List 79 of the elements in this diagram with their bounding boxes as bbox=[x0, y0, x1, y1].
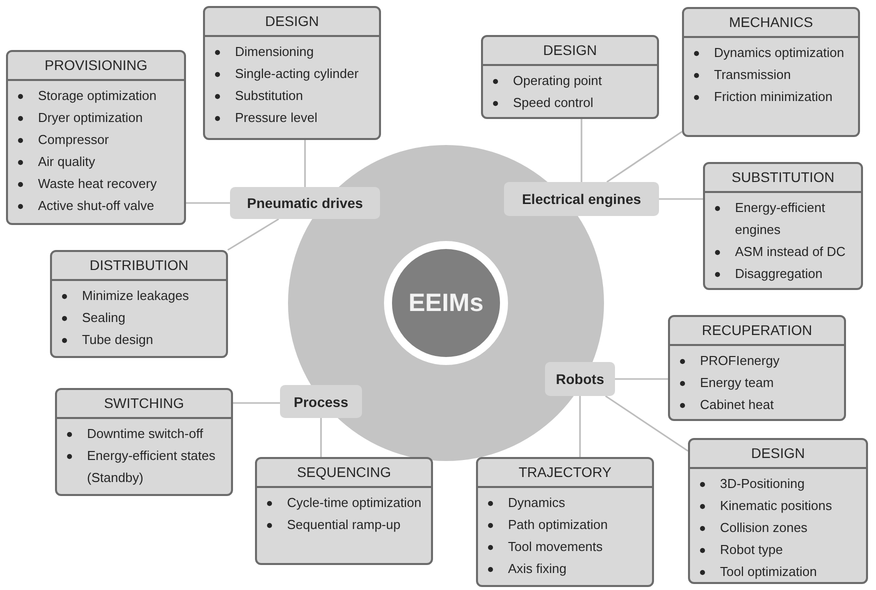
list-item: Tool movements bbox=[508, 538, 603, 556]
connector-line bbox=[186, 202, 230, 204]
list-item: Cycle-time optimization bbox=[287, 494, 422, 512]
category-box bbox=[688, 438, 868, 584]
box-heading: DESIGN bbox=[205, 8, 379, 37]
list-item: Active shut-off valve bbox=[38, 197, 154, 215]
list-item: Energy team bbox=[700, 374, 774, 392]
list-item: Energy-efficient states (Standby) bbox=[87, 447, 216, 487]
connector-line bbox=[227, 218, 280, 251]
category-box bbox=[682, 7, 860, 137]
list-item: ASM instead of DC bbox=[735, 243, 846, 261]
list-item: Sealing bbox=[82, 309, 126, 327]
connector-line bbox=[615, 378, 668, 380]
connector-line bbox=[579, 396, 581, 457]
box-heading: SUBSTITUTION bbox=[705, 164, 861, 193]
list-item: Waste heat recovery bbox=[38, 175, 157, 193]
box-heading: SWITCHING bbox=[57, 390, 231, 419]
connector-line bbox=[606, 130, 682, 183]
center-label: EEIMs bbox=[408, 288, 484, 318]
list-item: 3D-Positioning bbox=[720, 475, 805, 493]
topic-box bbox=[280, 385, 362, 418]
list-item: Minimize leakages bbox=[82, 287, 189, 305]
list-item: Speed control bbox=[513, 94, 594, 112]
list-item: Cabinet heat bbox=[700, 396, 774, 414]
list-item: Operating point bbox=[513, 72, 602, 90]
list-item: Sequential ramp-up bbox=[287, 516, 400, 534]
category-box bbox=[6, 50, 186, 225]
list-item: Tube design bbox=[82, 331, 154, 349]
list-item: Storage optimization bbox=[38, 87, 157, 105]
list-item: Substitution bbox=[235, 87, 303, 105]
category-box bbox=[668, 315, 846, 421]
category-box bbox=[50, 250, 228, 358]
connector-line bbox=[580, 119, 582, 182]
box-heading: TRAJECTORY bbox=[478, 459, 652, 488]
topic-label: Process bbox=[294, 394, 348, 410]
list-item: Disaggregation bbox=[735, 265, 822, 283]
category-box bbox=[703, 162, 863, 290]
category-box bbox=[481, 35, 659, 119]
topic-label: Pneumatic drives bbox=[247, 195, 363, 211]
list-item: Kinematic positions bbox=[720, 497, 832, 515]
list-item: Air quality bbox=[38, 153, 96, 171]
list-item: PROFIenergy bbox=[700, 352, 780, 370]
box-heading: PROVISIONING bbox=[8, 52, 184, 81]
category-box bbox=[476, 457, 654, 587]
list-item: Robot type bbox=[720, 541, 783, 559]
topic-box bbox=[504, 182, 659, 216]
list-item: Dryer optimization bbox=[38, 109, 143, 127]
box-heading: DISTRIBUTION bbox=[52, 252, 226, 281]
topic-label: Robots bbox=[556, 371, 604, 387]
list-item: Pressure level bbox=[235, 109, 318, 127]
list-item: Compressor bbox=[38, 131, 109, 149]
list-item: Transmission bbox=[714, 66, 791, 84]
list-item: Friction minimization bbox=[714, 88, 832, 106]
list-item: Dimensioning bbox=[235, 43, 314, 61]
topic-box bbox=[230, 187, 380, 219]
list-item: Downtime switch-off bbox=[87, 425, 204, 443]
list-item: Single-acting cylinder bbox=[235, 65, 359, 83]
category-box bbox=[255, 457, 433, 565]
list-item: Collision zones bbox=[720, 519, 808, 537]
box-heading: SEQUENCING bbox=[257, 459, 431, 488]
topic-box bbox=[545, 362, 615, 396]
box-heading: DESIGN bbox=[690, 440, 866, 469]
list-item: Energy-efficient engines bbox=[735, 199, 826, 239]
list-item: Path optimization bbox=[508, 516, 608, 534]
box-heading: DESIGN bbox=[483, 37, 657, 66]
topic-label: Electrical engines bbox=[522, 191, 642, 207]
connector-line bbox=[233, 402, 280, 404]
category-box bbox=[55, 388, 233, 496]
category-box bbox=[203, 6, 381, 140]
list-item: Dynamics bbox=[508, 494, 566, 512]
list-item: Axis fixing bbox=[508, 560, 567, 578]
connector-line bbox=[659, 198, 703, 200]
connector-line bbox=[605, 395, 688, 452]
connector-line bbox=[320, 418, 322, 457]
list-item: Dynamics optimization bbox=[714, 44, 844, 62]
box-heading: MECHANICS bbox=[684, 9, 858, 38]
list-item: Tool optimization bbox=[720, 563, 817, 581]
box-heading: RECUPERATION bbox=[670, 317, 844, 346]
connector-line bbox=[304, 140, 306, 187]
